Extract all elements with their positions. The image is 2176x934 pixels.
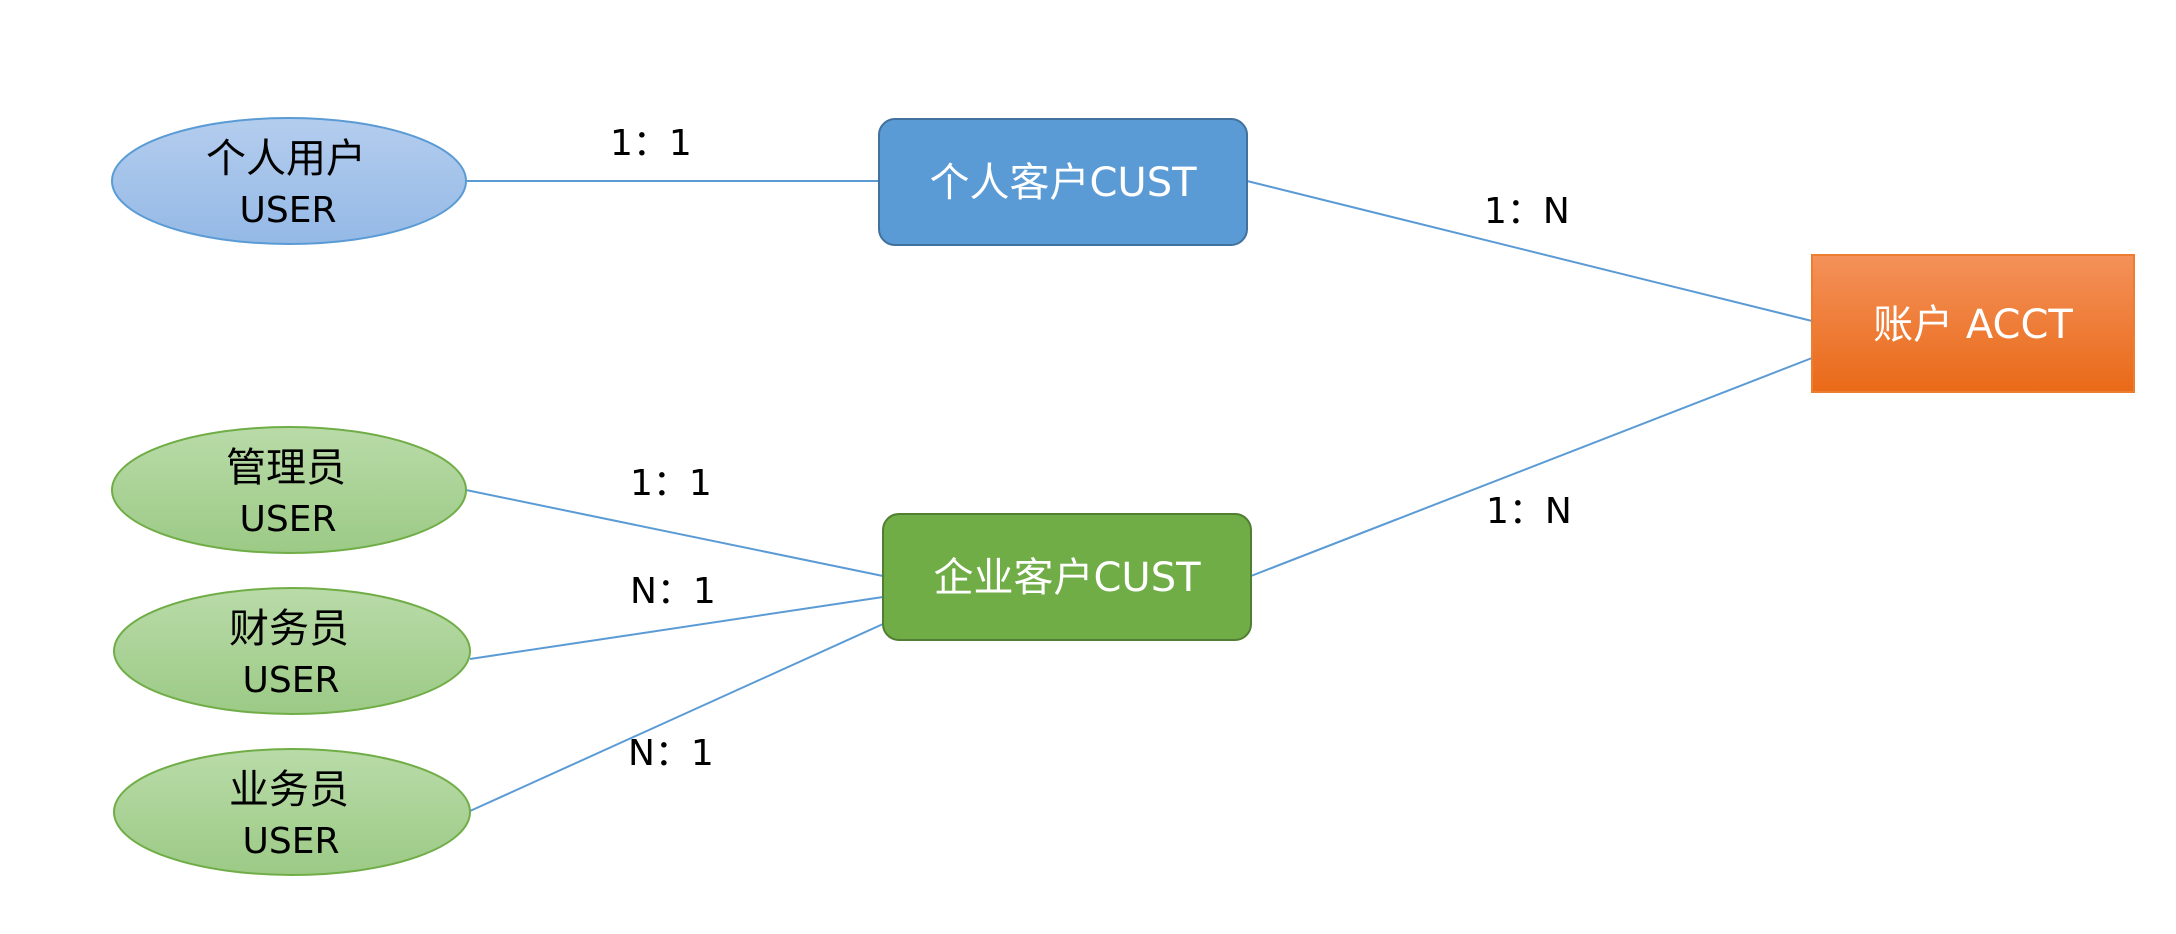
relation-label-corp-account: 1：N [1486, 491, 1572, 532]
entity-admin-user: 管理员 USER [111, 426, 467, 554]
entity-admin-user-name: 管理员 [226, 445, 346, 491]
entity-admin-user-type: USER [240, 499, 337, 540]
entity-personal-user-name: 个人用户 [206, 136, 366, 182]
entity-corp-cust: 企业客户CUST [882, 513, 1252, 641]
edge-business-to-corp-cust [469, 623, 884, 812]
entity-account-label: 账户 ACCT [1873, 302, 2073, 348]
entity-account: 账户 ACCT [1811, 254, 2135, 393]
entity-finance-user-type: USER [243, 660, 340, 701]
entity-business-user-name: 业务员 [229, 767, 349, 813]
entity-personal-user-type: USER [240, 190, 337, 231]
relation-label-personal-cust-account: 1：N [1484, 191, 1570, 232]
entity-business-user: 业务员 USER [113, 748, 471, 876]
edge-personal-cust-to-account [1246, 180, 1813, 322]
edge-finance-to-corp-cust [469, 596, 884, 660]
relation-label-admin-corp: 1：1 [630, 463, 712, 504]
entity-corp-cust-label: 企业客户CUST [933, 555, 1201, 601]
edge-admin-to-corp-cust [465, 489, 884, 577]
entity-personal-cust: 个人客户CUST [878, 118, 1248, 246]
entity-finance-user: 财务员 USER [113, 587, 471, 715]
edge-corp-cust-to-account [1250, 357, 1813, 577]
entity-personal-user: 个人用户 USER [111, 117, 467, 245]
relation-label-finance-corp: N：1 [630, 571, 716, 612]
entity-finance-user-name: 财务员 [229, 606, 349, 652]
entity-personal-cust-label: 个人客户CUST [929, 160, 1197, 206]
entity-business-user-type: USER [243, 821, 340, 862]
relation-label-personal-user-cust: 1：1 [610, 123, 692, 164]
relation-label-business-corp: N：1 [628, 733, 714, 774]
